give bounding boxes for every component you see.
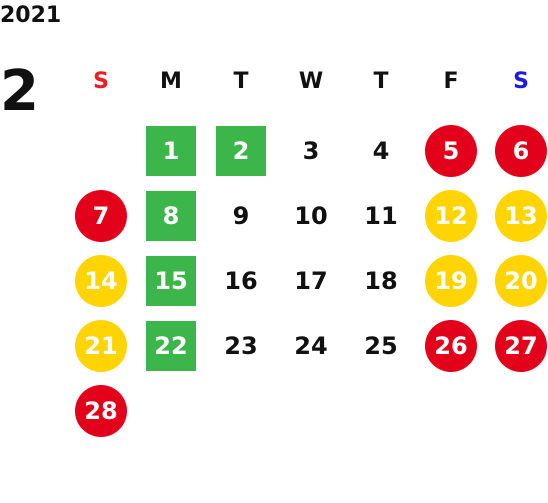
weekday-thu: T	[373, 68, 389, 94]
day-cell	[346, 384, 416, 438]
day-cell: 15	[136, 254, 206, 308]
day-7-circle: 7	[75, 190, 127, 242]
week-row-2: 7 8 9 10 11 12 13	[66, 189, 548, 243]
day-cell: 2	[206, 124, 276, 178]
day-19-circle: 19	[425, 255, 477, 307]
day-cell: 9	[206, 189, 276, 243]
day-12-circle: 12	[425, 190, 477, 242]
day-10: 10	[294, 202, 328, 230]
day-cell: 13	[486, 189, 548, 243]
empty-day	[495, 385, 547, 437]
day-1-square: 1	[146, 126, 196, 176]
day-23: 23	[224, 332, 258, 360]
day-cell	[486, 384, 548, 438]
day-cell: 27	[486, 319, 548, 373]
day-18: 18	[364, 267, 398, 295]
day-cell: 5	[416, 124, 486, 178]
weekday-fri: F	[443, 68, 459, 94]
day-cell	[276, 384, 346, 438]
day-cell: 22	[136, 319, 206, 373]
day-cell: 17	[276, 254, 346, 308]
day-cell: 3	[276, 124, 346, 178]
empty-day	[355, 385, 407, 437]
empty-day	[75, 125, 127, 177]
day-2-square: 2	[216, 126, 266, 176]
day-cell: 19	[416, 254, 486, 308]
weekday-tue: T	[233, 68, 249, 94]
day-cell: 18	[346, 254, 416, 308]
day-15-square: 15	[146, 256, 196, 306]
week-row-5: 28	[66, 384, 548, 438]
day-25: 25	[364, 332, 398, 360]
calendar-year: 2021	[0, 3, 62, 28]
day-cell: 14	[66, 254, 136, 308]
day-22-square: 22	[146, 321, 196, 371]
day-5-circle: 5	[425, 125, 477, 177]
day-cell	[416, 384, 486, 438]
day-cell: 16	[206, 254, 276, 308]
week-row-1: 1 2 3 4 5 6	[66, 124, 548, 178]
day-cell: 4	[346, 124, 416, 178]
day-cell: 1	[136, 124, 206, 178]
day-6-circle: 6	[495, 125, 547, 177]
weekday-sat: S	[513, 68, 529, 94]
day-cell	[206, 384, 276, 438]
day-27-circle: 27	[495, 320, 547, 372]
week-row-3: 14 15 16 17 18 19 20	[66, 254, 548, 308]
day-cell: 24	[276, 319, 346, 373]
day-cell	[66, 124, 136, 178]
empty-day	[425, 385, 477, 437]
weekday-sun: S	[93, 68, 109, 94]
day-24: 24	[294, 332, 328, 360]
day-4: 4	[372, 137, 390, 165]
day-28-circle: 28	[75, 385, 127, 437]
day-cell: 28	[66, 384, 136, 438]
day-cell: 6	[486, 124, 548, 178]
day-3: 3	[302, 137, 320, 165]
day-26-circle: 26	[425, 320, 477, 372]
day-cell: 23	[206, 319, 276, 373]
day-cell: 21	[66, 319, 136, 373]
day-17: 17	[294, 267, 328, 295]
weekday-mon: M	[160, 68, 182, 94]
day-11: 11	[364, 202, 398, 230]
day-cell	[136, 384, 206, 438]
day-cell: 26	[416, 319, 486, 373]
day-cell: 11	[346, 189, 416, 243]
day-cell: 25	[346, 319, 416, 373]
day-cell: 7	[66, 189, 136, 243]
day-14-circle: 14	[75, 255, 127, 307]
day-cell: 12	[416, 189, 486, 243]
day-9: 9	[232, 202, 250, 230]
day-cell: 8	[136, 189, 206, 243]
calendar-month: 2	[0, 59, 39, 124]
day-16: 16	[224, 267, 258, 295]
day-cell: 20	[486, 254, 548, 308]
week-row-4: 21 22 23 24 25 26 27	[66, 319, 548, 373]
empty-day	[145, 385, 197, 437]
weekday-wed: W	[298, 68, 324, 94]
day-8-square: 8	[146, 191, 196, 241]
empty-day	[285, 385, 337, 437]
empty-day	[215, 385, 267, 437]
day-cell: 10	[276, 189, 346, 243]
day-21-circle: 21	[75, 320, 127, 372]
weekday-header-row: S M T W T F S	[66, 64, 548, 98]
day-13-circle: 13	[495, 190, 547, 242]
day-20-circle: 20	[495, 255, 547, 307]
